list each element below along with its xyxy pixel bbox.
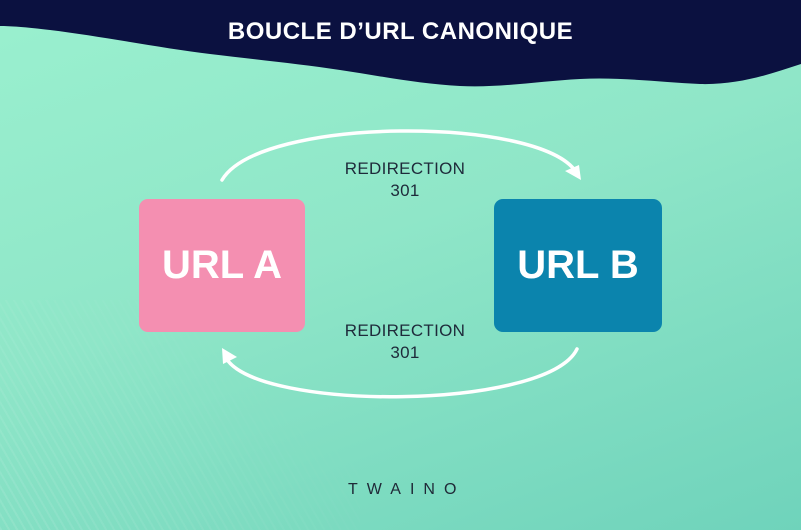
arrowhead-bottom	[222, 348, 237, 364]
arrowhead-top	[565, 165, 581, 180]
url-a-node: URL A	[139, 199, 305, 332]
header-wave	[0, 0, 801, 87]
edge-label-bottom-line1: REDIRECTION	[344, 321, 466, 340]
brand-name: TWAINO	[348, 481, 466, 498]
arrow-bottom-curve	[224, 347, 579, 399]
url-b-label: URL B	[517, 243, 639, 287]
edge-label-top-line2: 301	[390, 181, 420, 200]
brand-logo: TWAINO	[340, 480, 465, 500]
edge-label-bottom: REDIRECTION 301	[325, 320, 485, 364]
edge-label-top-line1: REDIRECTION	[344, 159, 466, 178]
background-stripes	[0, 300, 360, 530]
diagram-title: BOUCLE D’URL CANONIQUE	[227, 18, 574, 45]
url-b-node: URL B	[494, 199, 662, 332]
edge-label-top: REDIRECTION 301	[325, 158, 485, 202]
edge-label-bottom-line2: 301	[390, 343, 420, 362]
arrow-top-curve	[220, 129, 578, 182]
url-a-label: URL A	[162, 243, 282, 287]
